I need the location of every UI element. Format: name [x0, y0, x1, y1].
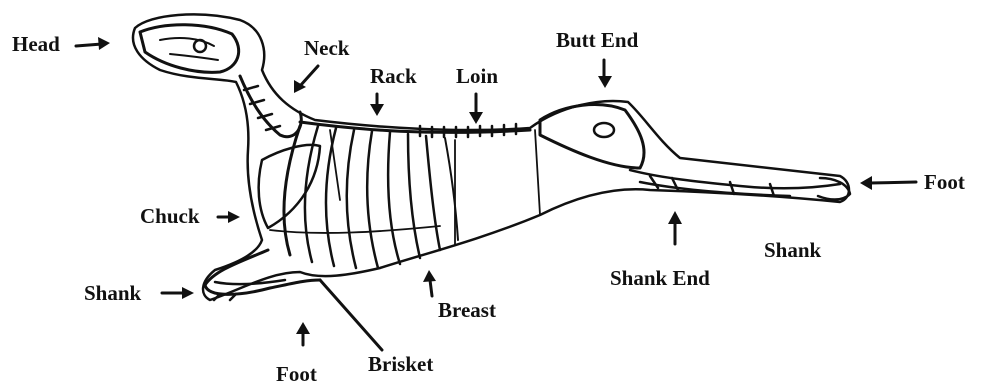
label-neck: Neck: [304, 38, 350, 59]
foot-right-arrow: [870, 182, 916, 183]
label-rack: Rack: [370, 66, 417, 87]
label-breast: Breast: [438, 300, 496, 321]
brisket-leader: [320, 280, 382, 350]
label-loin: Loin: [456, 66, 498, 87]
label-shank-end: Shank End: [610, 268, 710, 289]
label-butt-end: Butt End: [556, 30, 638, 51]
label-head: Head: [12, 34, 60, 55]
label-shank-right: Shank: [764, 240, 821, 261]
breast-arrow: [430, 280, 432, 296]
neck-arrow: [300, 66, 318, 86]
label-shank-left: Shank: [84, 283, 141, 304]
label-chuck: Chuck: [140, 206, 200, 227]
label-foot-bottom: Foot: [276, 364, 317, 385]
label-brisket: Brisket: [368, 354, 433, 375]
body-outline: [133, 14, 849, 300]
label-foot-right: Foot: [924, 172, 965, 193]
head-arrow: [76, 44, 102, 46]
